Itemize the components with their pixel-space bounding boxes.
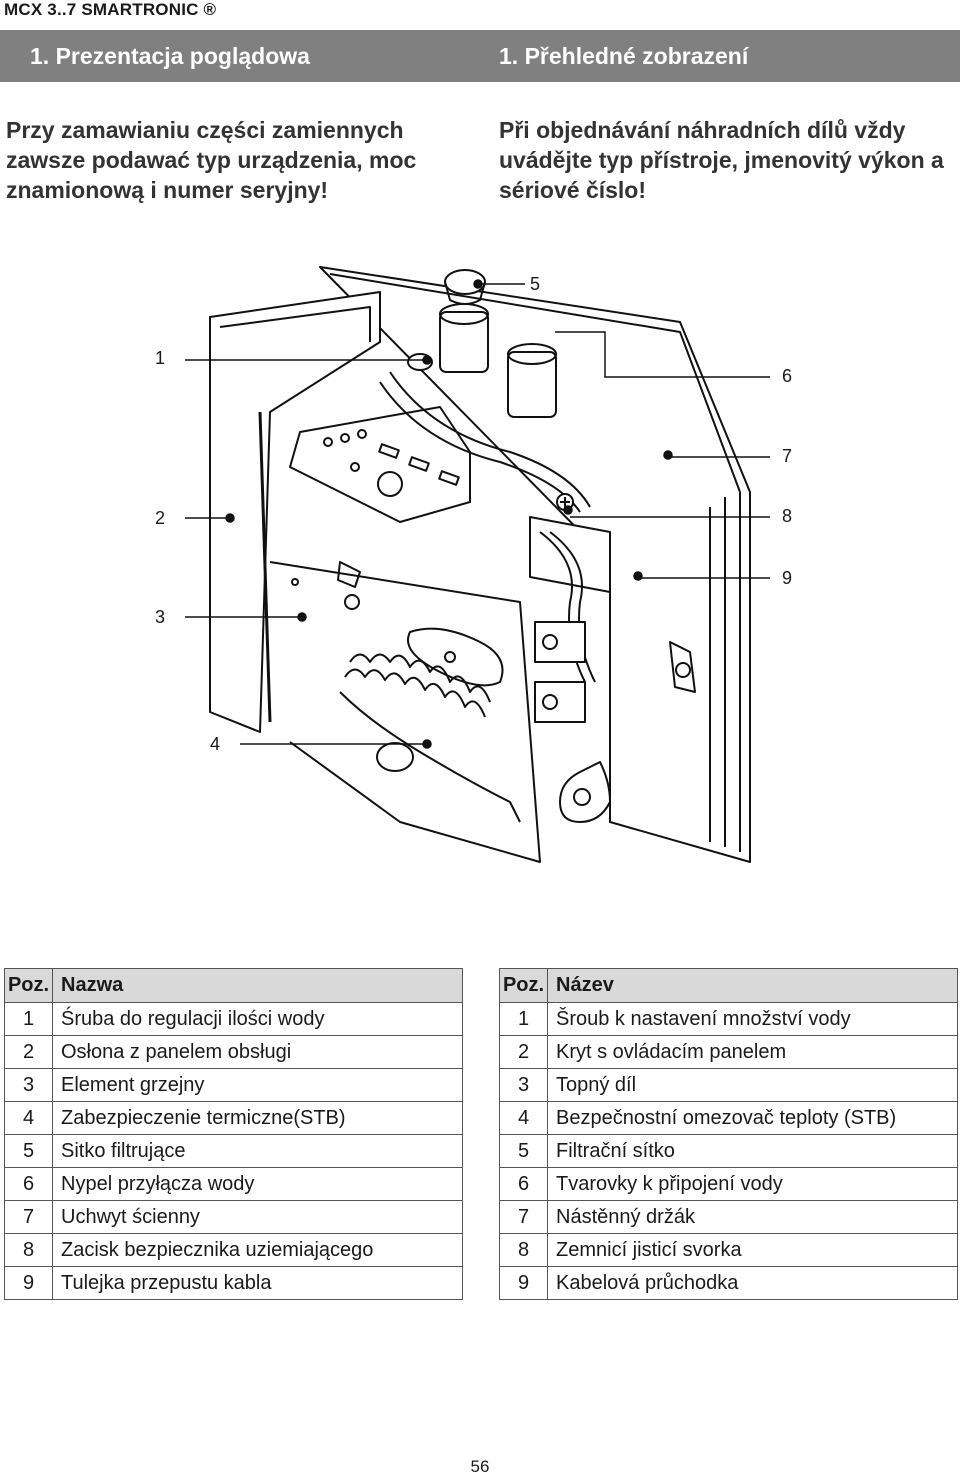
row-name: Bezpečnostní omezovač teploty (STB) xyxy=(547,1101,958,1135)
row-name: Uchwyt ścienny xyxy=(52,1200,463,1234)
column-header-pos: Poz. xyxy=(4,968,53,1003)
row-pos: 9 xyxy=(499,1266,548,1300)
row-pos: 2 xyxy=(4,1035,53,1069)
row-name: Kryt s ovládacím panelem xyxy=(547,1035,958,1069)
product-header: MCX 3..7 SMARTRONIC ® xyxy=(4,0,217,19)
callout-9: 9 xyxy=(782,568,793,588)
row-name: Sitko filtrujące xyxy=(52,1134,463,1168)
row-name: Śruba do regulacji ilości wody xyxy=(52,1002,463,1036)
callout-6: 6 xyxy=(782,366,793,386)
callout-3: 3 xyxy=(155,607,166,627)
row-pos: 6 xyxy=(499,1167,548,1201)
callout-8: 8 xyxy=(782,506,793,526)
row-pos: 8 xyxy=(499,1233,548,1267)
row-name: Element grzejny xyxy=(52,1068,463,1102)
row-name: Filtrační sítko xyxy=(547,1134,958,1168)
row-pos: 6 xyxy=(4,1167,53,1201)
row-name: Zemnicí jisticí svorka xyxy=(547,1233,958,1267)
callout-5: 5 xyxy=(530,274,541,294)
row-pos: 5 xyxy=(499,1134,548,1168)
row-pos: 1 xyxy=(4,1002,53,1036)
page-number: 56 xyxy=(470,1457,490,1476)
row-pos: 3 xyxy=(4,1068,53,1102)
heater-exploded-diagram: 1 2 3 4 5 6 7 8 9 xyxy=(140,262,820,882)
row-name: Kabelová průchodka xyxy=(547,1266,958,1300)
row-pos: 7 xyxy=(4,1200,53,1234)
row-name: Osłona z panelem obsługi xyxy=(52,1035,463,1069)
row-pos: 2 xyxy=(499,1035,548,1069)
row-name: Nástěnný držák xyxy=(547,1200,958,1234)
row-name: Zabezpieczenie termiczne(STB) xyxy=(52,1101,463,1135)
row-name: Zacisk bezpiecznika uziemiającego xyxy=(52,1233,463,1267)
row-pos: 4 xyxy=(4,1101,53,1135)
intro-text-cz: Při objednávání náhradních dílů vždy uvá… xyxy=(499,117,944,203)
row-name: Topný díl xyxy=(547,1068,958,1102)
section-title-cz: 1. Přehledné zobrazení xyxy=(480,30,960,82)
row-name: Nypel przyłącza wody xyxy=(52,1167,463,1201)
callout-7: 7 xyxy=(782,446,793,466)
row-pos: 7 xyxy=(499,1200,548,1234)
callout-1: 1 xyxy=(155,348,166,368)
callout-4: 4 xyxy=(210,734,221,754)
row-pos: 3 xyxy=(499,1068,548,1102)
row-name: Šroub k nastavení množství vody xyxy=(547,1002,958,1036)
callout-2: 2 xyxy=(155,508,166,528)
intro-text-pl: Przy zamawianiu części zamiennych zawsze… xyxy=(6,117,417,203)
row-pos: 9 xyxy=(4,1266,53,1300)
row-pos: 1 xyxy=(499,1002,548,1036)
row-pos: 5 xyxy=(4,1134,53,1168)
heater-drawing xyxy=(185,266,770,863)
row-name: Tulejka przepustu kabla xyxy=(52,1266,463,1300)
column-header-pos: Poz. xyxy=(499,968,548,1003)
row-name: Tvarovky k připojení vody xyxy=(547,1167,958,1201)
row-pos: 8 xyxy=(4,1233,53,1267)
row-pos: 4 xyxy=(499,1101,548,1135)
section-title-pl: 1. Prezentacja poglądowa xyxy=(0,30,480,82)
column-header-name: Nazwa xyxy=(52,968,463,1003)
column-header-name: Název xyxy=(547,968,958,1003)
